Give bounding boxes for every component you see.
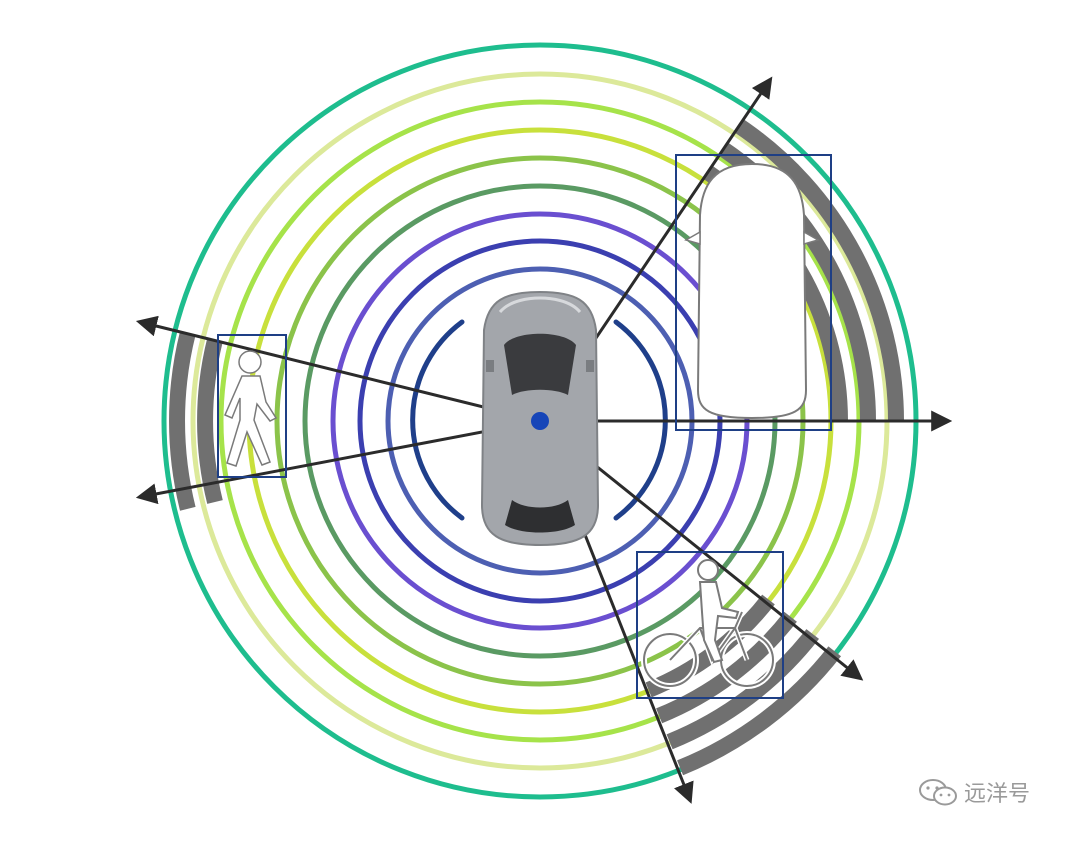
- wechat-icon: [919, 779, 957, 806]
- cyclist-shadow-band: [677, 646, 842, 776]
- ray-west-lower: [135, 419, 541, 505]
- detection-ring-1: [410, 319, 465, 521]
- watermark-text: 远洋号: [964, 782, 1031, 807]
- vehicle-bounding-box: [675, 154, 832, 431]
- pedestrian-shadow-band: [169, 331, 196, 511]
- bicycle-icon: [641, 559, 776, 689]
- detected-cyclist: [636, 551, 784, 699]
- car-icon: [696, 162, 808, 420]
- watermark: 远洋号: [918, 776, 1030, 808]
- ray-west-upper: [135, 315, 541, 423]
- pedestrian-shadow-band: [197, 338, 223, 504]
- detected-vehicle: [675, 154, 832, 431]
- cyclist-bounding-box: [636, 551, 784, 699]
- pedestrian-icon: [224, 350, 278, 467]
- sensor-center: [531, 412, 549, 430]
- detected-pedestrian: [217, 334, 287, 478]
- cyclist-shadow-band: [656, 611, 797, 724]
- pedestrian-bounding-box: [217, 334, 287, 478]
